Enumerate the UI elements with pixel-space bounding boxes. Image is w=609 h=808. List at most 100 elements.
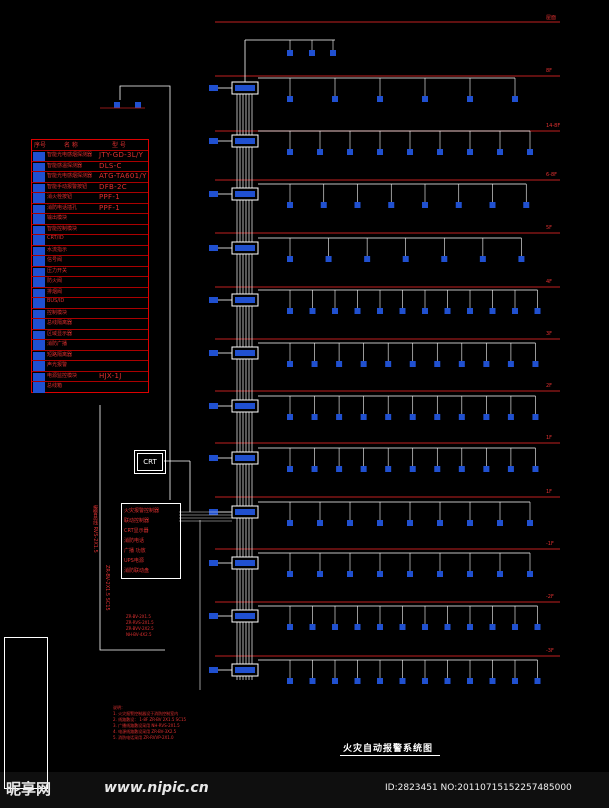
detector-icon <box>287 96 293 102</box>
controller-line: 消防联动盘 <box>124 568 150 574</box>
legend-name: 智能手动报警按钮 <box>47 183 88 190</box>
legend-symbol-icon <box>33 194 45 204</box>
detector-icon <box>388 202 395 208</box>
legend-name: 排烟阀 <box>47 288 63 295</box>
legend-name: 防火阀 <box>47 278 63 284</box>
detector-icon <box>354 308 361 314</box>
controller-line: 火灾报警控制器 <box>124 508 160 514</box>
legend-model: DLS-C <box>99 161 122 170</box>
detector-icon <box>309 50 315 56</box>
legend-row: 控制模块 <box>32 307 148 321</box>
notes-title: 说明： <box>113 705 125 710</box>
module-core <box>235 667 255 673</box>
detector-icon <box>309 678 316 684</box>
title-underline <box>340 755 440 756</box>
floor-label: 8F <box>546 68 553 74</box>
watermark-url: www.nipic.cn <box>104 780 209 796</box>
floor-branches <box>99 39 541 690</box>
detector-icon <box>467 308 473 314</box>
detector-icon <box>287 149 293 155</box>
detector-icon <box>287 678 293 684</box>
note-line: 5. 消防电话采用 ZR-RVVP-2X1.0 <box>113 735 174 740</box>
legend-symbol-icon <box>33 246 45 257</box>
detector-icon <box>399 308 406 314</box>
detector-icon <box>512 96 518 102</box>
wire-label: ZR-BV-2X1.5 <box>126 614 151 619</box>
legend-symbol-icon <box>33 152 45 162</box>
floor-label: 屋面 <box>546 15 557 21</box>
legend-symbol-icon <box>33 320 45 330</box>
module-core <box>235 138 255 144</box>
detector-icon <box>455 202 462 208</box>
floor-label: -3F <box>546 648 554 654</box>
detector-icon <box>422 96 428 102</box>
input-module-icon <box>209 560 218 566</box>
wire-label: NH-BV-4X2.5 <box>126 632 152 637</box>
side-bus-label: 报警总线 RVS-2X1.5 <box>92 505 98 553</box>
detector-icon <box>360 414 367 420</box>
legend-symbol-icon <box>33 257 45 267</box>
legend-name: 输出模块 <box>47 215 68 221</box>
detector-icon <box>444 308 451 314</box>
floor-label: 6-8F <box>546 172 558 178</box>
note-line: 2. 线路敷设： 1-8F ZR-BV 2X1.5 SC15 <box>113 717 187 722</box>
detector-icon <box>385 466 392 472</box>
detector-icon <box>407 520 413 526</box>
crt-monitor: CRT <box>134 450 166 474</box>
side-cable-label: ZR-BV-2X1.5 SC15 <box>104 565 110 611</box>
floor-label: 5F <box>546 225 553 231</box>
detector-icon <box>287 466 293 472</box>
input-module-icon <box>209 138 218 144</box>
detector-icon <box>354 202 361 208</box>
legend-name: 信号阀 <box>47 257 63 263</box>
legend-row: CRT/ID <box>32 234 148 247</box>
legend-name: 消防电话插孔 <box>47 204 78 211</box>
detector-icon <box>347 520 353 526</box>
detector-icon <box>444 678 451 684</box>
legend-model: DFB-2C <box>99 182 127 191</box>
watermark-bar <box>0 772 609 808</box>
legend-row: 输出模块 <box>32 213 148 226</box>
detector-icon <box>330 50 336 56</box>
legend-name: 声光报警 <box>47 362 68 368</box>
legend-row: BUS/ID <box>32 297 148 310</box>
detector-icon <box>434 361 441 367</box>
detector-icon <box>287 256 293 262</box>
detector-icon <box>332 308 338 314</box>
detector-icon <box>287 308 293 314</box>
floor-label: 14-8F <box>546 123 561 129</box>
detector-icon <box>287 624 293 630</box>
detector-icon <box>437 149 443 155</box>
diagram-title: 火灾自动报警系统图 <box>343 744 434 754</box>
detector-icon <box>467 624 473 630</box>
detector-icon <box>317 520 323 526</box>
controller-line: UPS电源 <box>124 558 144 564</box>
detector-icon <box>489 202 496 208</box>
detector-icon <box>532 466 539 472</box>
legend-symbol-icon <box>33 309 45 320</box>
detector-icon <box>385 361 392 367</box>
detector-icon <box>364 256 371 262</box>
detector-icon <box>399 624 406 630</box>
detector-icon <box>534 308 541 314</box>
detector-icon <box>534 624 541 630</box>
legend-symbol-icon <box>33 383 45 393</box>
detector-icon <box>467 520 473 526</box>
detector-icon <box>287 414 293 420</box>
note-line: 4. 电源线路敷设采用 ZR-BV-3X2.5 <box>113 729 177 734</box>
legend-symbol-icon <box>33 362 45 372</box>
legend-symbol-icon <box>33 372 45 383</box>
legend-name: 区域显示器 <box>47 330 73 337</box>
detector-icon <box>512 624 518 630</box>
legend-header-name: 名 称 <box>64 142 78 149</box>
legend-link-line <box>99 405 165 651</box>
legend-row: 总线隔离器 <box>32 318 148 331</box>
detector-icon <box>332 624 338 630</box>
legend-model: PPF-1 <box>99 193 120 201</box>
detector-icon <box>458 414 465 420</box>
detector-icon <box>422 624 428 630</box>
detector-icon <box>489 624 496 630</box>
